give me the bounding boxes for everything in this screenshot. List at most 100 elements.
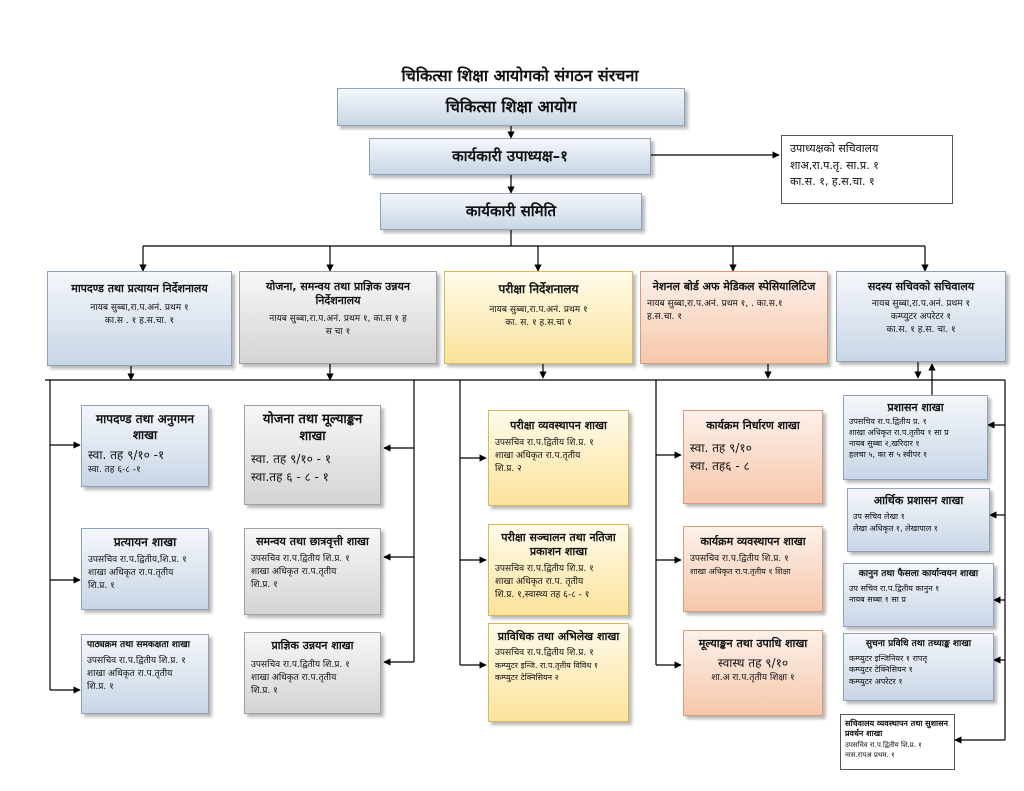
committee-box: कार्यकारी समिति <box>380 193 642 230</box>
vice-chair-title: कार्यकारी उपाध्यक्ष–१ <box>452 147 568 165</box>
branch-title: मापदण्ड तथा अनुगमन शाखा <box>96 412 194 442</box>
branch-title: प्राज्ञिक उन्नयन शाखा <box>271 639 354 652</box>
branch-line: उप सचिव रा.प.द्वितीय कानुन १ <box>849 583 940 593</box>
branch-accreditation: प्रत्यायन शाखा उपसचिव रा.प.द्वितीय,शि.प्… <box>81 528 209 610</box>
branch-secretariat-good-governance: सचिवालय व्यवस्थापन तथा सुशासन प्रवर्धन श… <box>840 714 955 770</box>
secretariat-title: उपाध्यक्षको सचिवालय <box>790 142 879 155</box>
branch-title: परीक्षा सञ्चालन तथा नतिजा प्रकाशन शाखा <box>501 531 616 559</box>
branch-line: शाखा अधिकृत रा.प.तृतीय १ शिक्षा <box>690 567 791 577</box>
branch-title: प्रशासन शाखा <box>887 401 944 414</box>
branch-administration: प्रशासन शाखा उपसचिव रा.प.द्वितीय प्र. १ … <box>843 395 988 480</box>
branch-technical-records: प्राविधिक तथा अभिलेख शाखा उपसचिव रा.प.द्… <box>488 623 629 722</box>
branch-program-determination: कार्यक्रम निर्धारण शाखा स्वा. तह ९/१० स्… <box>683 410 823 504</box>
branch-line: स्वास्थ तह ९/१० <box>717 656 789 671</box>
branch-program-management: कार्यक्रम व्यवस्थापन शाखा उपसचिव रा.प.द्… <box>683 526 823 612</box>
branch-line: शि.प्र. १,स्वास्थ्य तह ६-८ - १ <box>495 589 590 600</box>
directorate-line: नायब सुब्बा,रा.प.अनं. प्रथम १, . का.स.१ <box>647 299 783 310</box>
branch-line: उपसचिव रा.प.द्वितीय शि.प्र. १ <box>495 438 594 449</box>
branch-line: शि.प्र. १ <box>251 580 278 591</box>
commission-box: चिकित्सा शिक्षा आयोग <box>337 88 685 126</box>
branch-line: शाखा अधिकृत रा.प.तृतीय <box>495 451 581 462</box>
directorate-title: योजना, समन्वय तथा प्राज्ञिक उन्नयन निर्द… <box>265 280 411 308</box>
branch-line: कम्प्युटर इन्जि. रा.प.तृतीय विविध १ <box>495 661 599 671</box>
directorate-examination: परीक्षा निर्देशनालय नायब सुब्बा,रा.प.अनं… <box>444 271 633 364</box>
branch-line: शा.अ रा.प.तृतीय शिक्षा १ <box>711 673 795 684</box>
branch-line: शि.प्र. १ <box>88 580 115 591</box>
chart-title: चिकित्सा शिक्षा आयोगको संगठन संरचना <box>401 66 639 85</box>
directorate-title: सदस्य सचिवको सचिवालय <box>867 280 975 293</box>
branch-title: प्राविधिक तथा अभिलेख शाखा <box>497 630 620 643</box>
branch-line: शि.प्र. २ <box>495 464 522 475</box>
branch-coordination-scholarship: समन्वय तथा छात्रवृत्ती शाखा उपसचिव रा.प.… <box>244 528 381 615</box>
branch-line: शाखा अधिकृत रा.प.तृतीय <box>87 668 173 679</box>
branch-title: मूल्याङ्कन तथा उपाधि शाखा <box>698 637 808 650</box>
directorate-line: का.स . १ ह.स.चा. १ <box>104 316 175 327</box>
branch-line: कम्प्युटर इन्जिनियर १ रापतृ <box>849 653 928 663</box>
branch-title: आर्थिक प्रशासन शाखा <box>873 494 964 507</box>
branch-evaluation-degree: मूल्याङ्कन तथा उपाधि शाखा स्वास्थ तह ९/१… <box>683 630 823 716</box>
directorate-line: नायब सुब्बा,रा.प.अनं. प्रथम १ <box>489 304 588 315</box>
branch-line: कम्प्युटर अपरेटर १ <box>849 676 903 686</box>
branch-title: परीक्षा व्यवस्थापन शाखा <box>510 419 607 432</box>
branch-line: उपसचिव रा.प.द्वितीय शि.प्र. १ <box>495 563 594 574</box>
vice-chair-secretariat-box: उपाध्यक्षको सचिवालय शाअ,रा.प.तृ. सा.प्र.… <box>781 135 953 204</box>
branch-line: नायब सब्बा १ सा प्र <box>849 595 906 605</box>
directorate-standards-accreditation: मापदण्ड तथा प्रत्यायन निर्देशनालय नायब स… <box>47 271 232 366</box>
branch-line: शाखा अधिकृत रा.प.तृतीय <box>251 567 337 578</box>
directorate-line: नायब सुब्बा,रा.प.अनं. प्रथम १, का.स १ ह <box>269 313 407 324</box>
directorate-line: ह.स.चा. १ <box>647 312 683 323</box>
branch-line: कम्प्युटर टेक्निसियन १ <box>849 665 913 675</box>
branch-title: कानुन तथा फैसला कार्यान्वयन शाखा <box>858 569 979 579</box>
branch-line: स्वा. तह ९/१० - १ <box>251 451 332 466</box>
branch-exam-conduct-results: परीक्षा सञ्चालन तथा नतिजा प्रकाशन शाखा उ… <box>488 524 629 616</box>
branch-financial-administration: आर्थिक प्रशासन शाखा उप सचिव लेखा १ लेखा … <box>847 488 990 552</box>
branch-line: शि.प्र. १ <box>251 686 278 697</box>
directorate-line: का. स. १ ह.स.चा १ <box>505 317 572 328</box>
branch-title: समन्वय तथा छात्रवृत्ती शाखा <box>256 535 369 548</box>
branch-line: नास.रापअ प्रथम. १ <box>845 751 895 760</box>
branch-standards-monitoring: मापदण्ड तथा अनुगमन शाखा स्वा. तह ९/१० -१… <box>81 405 209 487</box>
directorate-line: कम्प्युटर अपरेटर १ <box>890 312 952 323</box>
branch-line: स्वा. तह६ - ८ <box>690 459 750 474</box>
branch-line: स्वा.तह ६ - ८ - १ <box>251 469 329 484</box>
branch-academic-upgrade: प्राज्ञिक उन्नयन शाखा उपसचिव रा.प.द्विती… <box>244 632 381 714</box>
branch-line: उपसचिव रा.प.द्वितीय शि.प्र. १ <box>690 554 789 565</box>
directorate-line: नायब सुब्बा,रा.प.अनं. प्रथम १ <box>90 303 189 314</box>
branch-line: उपसचिव रा.प.द्वितीय प्र. १ <box>849 417 927 427</box>
branch-title: प्रत्यायन शाखा <box>113 535 177 549</box>
branch-line: शाखा अधिकृत रा.प.तृतीय <box>251 673 337 684</box>
branch-line: शाखा अधिकृत रा.प.तृतीय १ सा प्र <box>849 428 949 438</box>
branch-line: हलचा ५, का स ५ स्वीपर १ <box>849 449 928 459</box>
branch-title: योजना तथा मूल्याङ्कन शाखा <box>262 412 363 444</box>
directorate-title: परीक्षा निर्देशनालय <box>498 282 579 296</box>
branch-law-verdict-execution: कानुन तथा फैसला कार्यान्वयन शाखा उप सचिव… <box>843 563 994 627</box>
secretariat-line: शाअ,रा.प.तृ. सा.प्र. १ <box>790 158 879 172</box>
branch-line: कम्प्युटर टेक्निसियन २ <box>495 672 559 682</box>
committee-title: कार्यकारी समिति <box>465 202 557 220</box>
commission-title: चिकित्सा शिक्षा आयोग <box>445 97 577 116</box>
branch-line: उपसचिव रा.प.द्वितीय शि.प्र. १ <box>845 741 922 750</box>
branch-line: स्वा. तह ९/१० -१ <box>88 448 165 463</box>
branch-line: लेखा अधिकृत १, लेखापाल १ <box>853 523 938 533</box>
directorate-medical-specialities-board: नेशनल बोर्ड अफ मेडिकल स्पेसियालिटिज नायब… <box>640 271 828 364</box>
branch-line: उपसचिव रा.प.द्वितीय शि.प्र. १ <box>87 655 186 666</box>
branch-title: पाठ्यक्रम तथा समकक्षता शाखा <box>87 640 190 650</box>
directorate-title: मापदण्ड तथा प्रत्यायन निर्देशनालय <box>71 282 208 295</box>
branch-title: सुचना प्रविधि तथा तथ्याङ्क शाखा <box>865 639 972 649</box>
branch-line: स्वा. तह ९/१० <box>690 441 752 456</box>
branch-it-statistics: सुचना प्रविधि तथा तथ्याङ्क शाखा कम्प्युट… <box>843 633 994 701</box>
branch-title: सचिवालय व्यवस्थापन तथा सुशासन प्रवर्धन श… <box>845 719 948 738</box>
branch-curriculum-equivalence: पाठ्यक्रम तथा समकक्षता शाखा उपसचिव रा.प.… <box>81 634 209 714</box>
directorate-planning-coordination: योजना, समन्वय तथा प्राज्ञिक उन्नयन निर्द… <box>239 271 437 364</box>
branch-line: स्वा. तह ६-८ -१ <box>88 465 141 476</box>
branch-title: कार्यक्रम निर्धारण शाखा <box>706 419 800 432</box>
branch-line: नायब सुब्बा २,खरिदार १ <box>849 438 920 448</box>
branch-planning-evaluation: योजना तथा मूल्याङ्कन शाखा स्वा. तह ९/१० … <box>244 405 381 505</box>
directorate-line: स चा १ <box>325 326 351 337</box>
branch-exam-management: परीक्षा व्यवस्थापन शाखा उपसचिव रा.प.द्वि… <box>488 410 629 506</box>
branch-line: उपसचिव रा.प.द्वितीय शि.प्र. १ <box>251 554 350 565</box>
branch-line: शाखा अधिकृत रा.प.तृतीय <box>88 567 174 578</box>
directorate-line: का.स. १ ह.स. चा. १ <box>886 325 956 336</box>
branch-title: कार्यक्रम व्यवस्थापन शाखा <box>700 535 806 548</box>
